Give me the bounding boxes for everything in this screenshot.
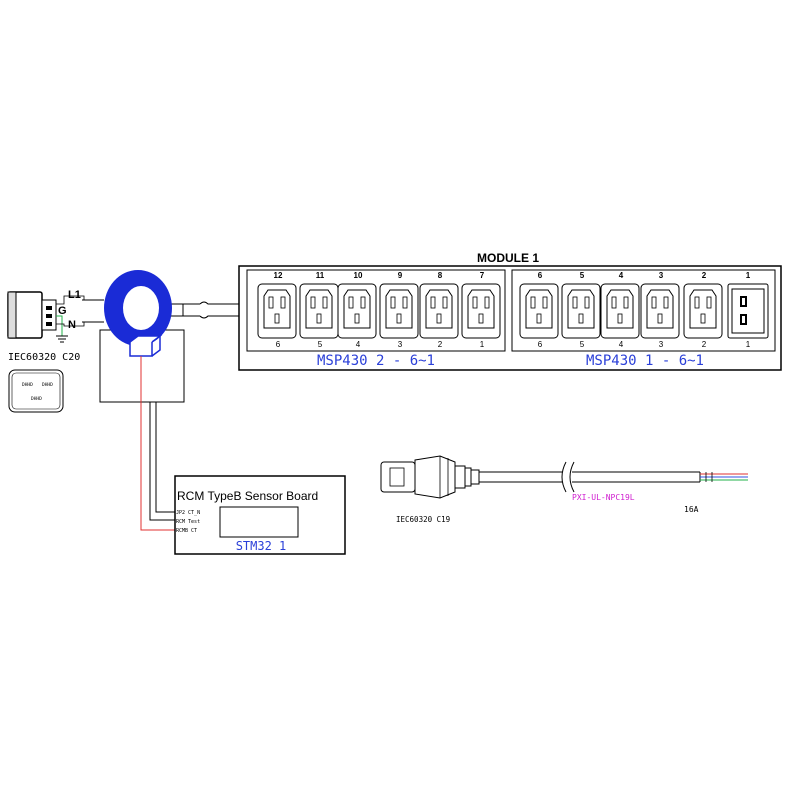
cable-rating: 16A xyxy=(684,505,699,514)
c13-outlet-left-2 xyxy=(337,283,377,339)
right-top-number-1: 5 xyxy=(580,271,585,280)
c13-outlet-left-4 xyxy=(419,283,459,339)
left-top-number-4: 8 xyxy=(438,271,443,280)
c13-outlet-left-3 xyxy=(379,283,419,339)
cable-label: PXI-UL-NPC19L xyxy=(572,493,635,502)
right-bottom-number-1: 5 xyxy=(580,340,585,349)
c13-outlet-right-4 xyxy=(683,283,723,339)
c13-outlet-right-1 xyxy=(561,283,601,339)
left-bottom-number-5: 1 xyxy=(480,340,485,349)
c13-outlet-right-3 xyxy=(640,283,680,339)
power-cord xyxy=(479,461,748,493)
controller-label-msp430-2: MSP430 2 - 6~1 xyxy=(317,353,435,369)
left-bottom-number-3: 3 xyxy=(398,340,403,349)
right-bottom-number-5: 1 xyxy=(746,340,751,349)
right-top-number-2: 4 xyxy=(619,271,624,280)
controller-label-msp430-1: MSP430 1 - 6~1 xyxy=(586,353,704,369)
right-bottom-number-0: 6 xyxy=(538,340,543,349)
current-transformer-ring xyxy=(99,270,185,403)
mcu-chip xyxy=(219,506,299,538)
outlet-group-right-frame xyxy=(511,269,776,352)
c19-outlet-right-5 xyxy=(727,283,769,339)
sensor-pin-label-1: JP2 CT_N xyxy=(176,510,200,516)
module-title: MODULE 1 xyxy=(477,251,539,265)
right-top-number-3: 3 xyxy=(659,271,664,280)
left-bottom-number-0: 6 xyxy=(276,340,281,349)
left-group-bottom-numbers: 6 5 4 3 2 1 xyxy=(276,340,485,349)
c13-outlet-right-2 xyxy=(600,283,640,339)
ground-symbol xyxy=(56,315,68,343)
right-top-number-5: 1 xyxy=(746,271,751,280)
ct-sense-wires xyxy=(140,356,175,531)
c13-outlet-right-0 xyxy=(519,283,559,339)
c19-plug xyxy=(380,455,480,499)
c20-face-label-1: DHHD xyxy=(22,382,33,388)
c20-face-label-2: DHHD xyxy=(42,382,53,388)
c20-face-label-3: DHHD xyxy=(31,396,42,402)
c13-outlet-left-0 xyxy=(257,283,297,339)
left-top-number-3: 9 xyxy=(398,271,403,280)
right-group-bottom-numbers: 6 5 4 3 2 1 xyxy=(538,340,751,349)
inlet-pin-n: N xyxy=(68,319,76,331)
c20-face: DHHD DHHD DHHD xyxy=(8,369,64,413)
sensor-pin-label-3: RCMB CT xyxy=(176,528,197,534)
left-top-number-0: 12 xyxy=(274,271,283,280)
left-bottom-number-2: 4 xyxy=(356,340,361,349)
right-top-number-0: 6 xyxy=(538,271,543,280)
left-top-number-5: 7 xyxy=(480,271,485,280)
inlet-pin-l1: L1 xyxy=(68,289,81,301)
inlet-label: IEC60320 C20 xyxy=(8,352,80,363)
inlet-pin-g: G xyxy=(58,305,67,317)
rcm-sensor-board xyxy=(174,475,346,555)
right-top-number-4: 2 xyxy=(702,271,707,280)
left-group-top-numbers: 12 11 10 9 8 7 xyxy=(274,271,485,280)
left-top-number-1: 11 xyxy=(316,271,325,280)
left-bottom-number-1: 5 xyxy=(318,340,323,349)
right-bottom-number-4: 2 xyxy=(702,340,707,349)
right-bottom-number-2: 4 xyxy=(619,340,624,349)
iec-c20-inlet xyxy=(7,291,57,339)
mcu-label: STM32 1 xyxy=(236,539,287,553)
sensor-board-title: RCM TypeB Sensor Board xyxy=(177,489,318,503)
left-top-number-2: 10 xyxy=(354,271,363,280)
sensor-pin-label-2: RCM Test xyxy=(176,519,200,525)
outlet-group-left-frame xyxy=(246,269,506,352)
c13-outlet-left-1 xyxy=(299,283,339,339)
outlets xyxy=(257,283,769,339)
right-bottom-number-3: 3 xyxy=(659,340,664,349)
left-bottom-number-4: 2 xyxy=(438,340,443,349)
plug-label: IEC60320 C19 xyxy=(396,515,450,524)
c13-outlet-left-5 xyxy=(461,283,501,339)
right-group-top-numbers: 6 5 4 3 2 1 xyxy=(538,271,751,280)
